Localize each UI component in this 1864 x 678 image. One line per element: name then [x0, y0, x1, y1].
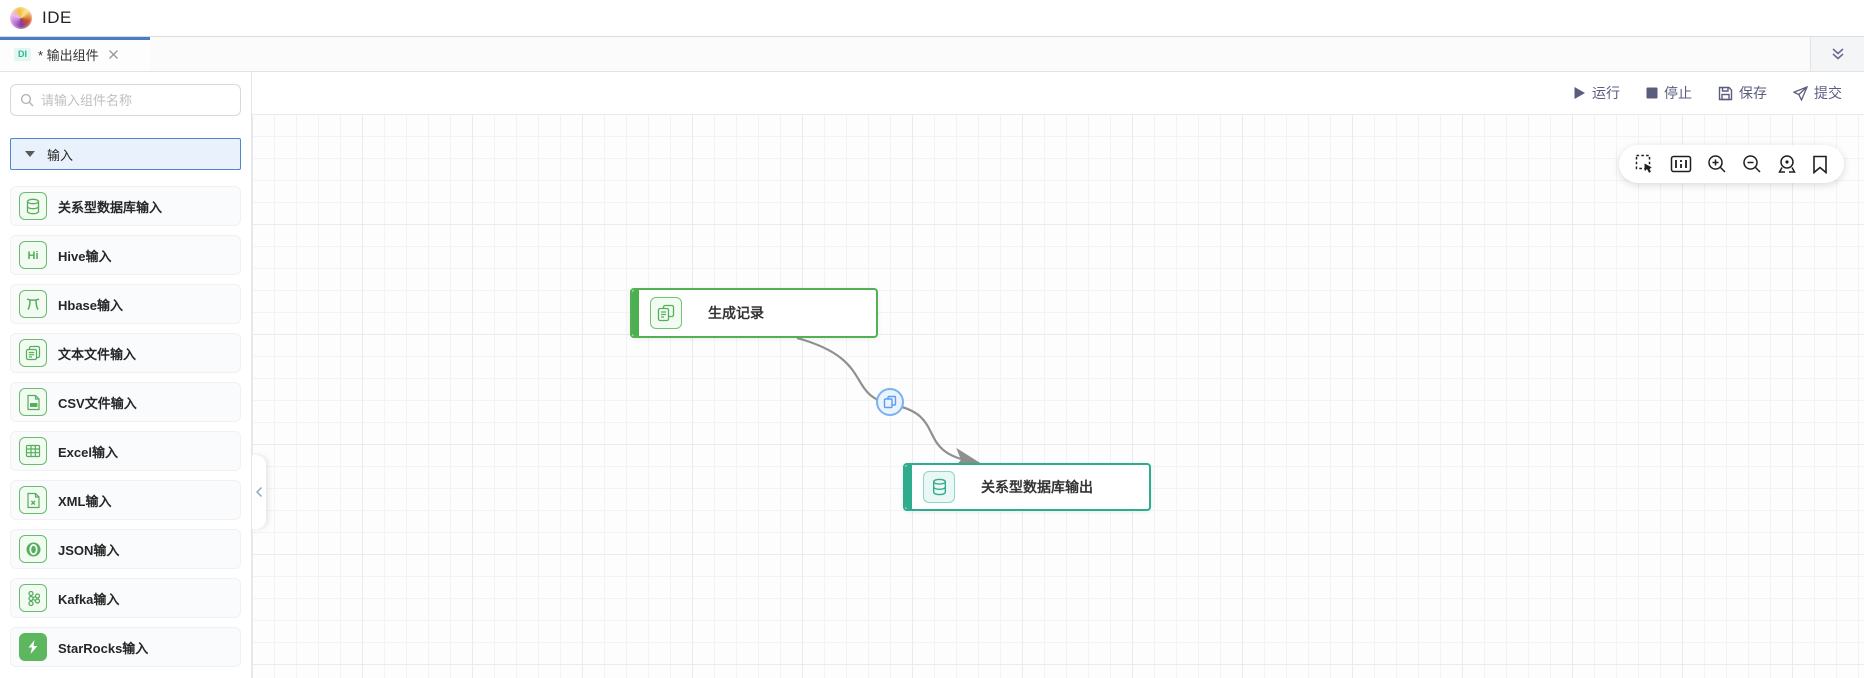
component-item-csv-file-input[interactable]: CSV文件输入	[10, 382, 241, 422]
zoom-out-icon[interactable]	[1742, 154, 1762, 174]
xml-file-icon	[19, 486, 47, 514]
search-input[interactable]	[41, 92, 231, 108]
excel-icon	[19, 437, 47, 465]
component-item-relational-db-input[interactable]: 关系型数据库输入	[10, 186, 241, 226]
component-label: XML输入	[58, 493, 112, 509]
hbase-icon	[19, 290, 47, 318]
zoom-in-icon[interactable]	[1707, 154, 1727, 174]
main-body: 输入 关系型数据库输入 Hi	[0, 72, 1864, 678]
component-list: 关系型数据库输入 Hi Hive输入	[10, 186, 241, 667]
component-search[interactable]	[10, 84, 241, 116]
caret-down-icon	[25, 151, 35, 157]
app-logo-icon	[10, 7, 32, 29]
node-accent-bar	[905, 465, 912, 509]
node-relational-db-output[interactable]: 关系型数据库输出	[903, 463, 1151, 511]
search-icon	[20, 93, 34, 107]
app-header: IDE	[0, 0, 1864, 37]
component-item-hive-input[interactable]: Hi Hive输入	[10, 235, 241, 275]
component-item-starrocks-input[interactable]: StarRocks输入	[10, 627, 241, 667]
tab-bar: DI * 输出组件	[0, 37, 1864, 72]
play-icon	[1574, 87, 1585, 99]
bookmark-icon[interactable]	[1812, 155, 1828, 174]
close-icon[interactable]	[108, 49, 119, 60]
node-generate-records[interactable]: 生成记录	[630, 288, 878, 338]
submit-label: 提交	[1814, 85, 1842, 101]
component-item-kafka-input[interactable]: Kafka输入	[10, 578, 241, 618]
section-label: 输入	[47, 147, 74, 163]
component-label: JSON输入	[58, 542, 120, 558]
run-label: 运行	[1592, 85, 1620, 101]
hive-icon: Hi	[19, 241, 47, 269]
di-badge: DI	[14, 47, 31, 61]
component-item-xml-input[interactable]: XML输入	[10, 480, 241, 520]
component-label: Kafka输入	[58, 591, 120, 607]
flow-canvas[interactable]: 运行 停止 保存	[252, 72, 1864, 678]
locate-icon[interactable]	[1777, 154, 1797, 174]
svg-text:Hi: Hi	[28, 250, 39, 262]
active-tab-indicator	[0, 37, 150, 40]
database-icon	[923, 471, 955, 503]
copy-docs-icon	[650, 297, 682, 329]
run-button[interactable]: 运行	[1573, 83, 1620, 103]
tab-bar-spacer	[150, 37, 1810, 71]
tab-label: * 输出组件	[38, 47, 99, 63]
paper-plane-icon	[1793, 85, 1808, 101]
starrocks-icon	[19, 633, 47, 661]
csv-file-icon	[19, 388, 47, 416]
chevron-left-icon	[255, 486, 262, 498]
component-item-hbase-input[interactable]: Hbase输入	[10, 284, 241, 324]
component-label: CSV文件输入	[58, 395, 137, 411]
component-item-json-input[interactable]: JSON输入	[10, 529, 241, 569]
submit-button[interactable]: 提交	[1793, 83, 1842, 103]
node-label: 关系型数据库输出	[981, 479, 1093, 495]
section-header-input[interactable]: 输入	[10, 138, 241, 170]
stop-label: 停止	[1664, 85, 1692, 101]
text-file-icon	[19, 339, 47, 367]
component-label: 文本文件输入	[58, 346, 137, 362]
edge-copy-badge[interactable]	[876, 388, 904, 416]
canvas-toolbar	[1619, 145, 1844, 183]
canvas-action-bar: 运行 停止 保存	[252, 72, 1864, 114]
save-button[interactable]: 保存	[1718, 83, 1767, 103]
stop-icon	[1646, 87, 1658, 99]
node-accent-bar	[632, 290, 639, 336]
kafka-icon	[19, 584, 47, 612]
component-label: Hbase输入	[58, 297, 124, 313]
copy-docs-icon	[883, 395, 897, 409]
save-label: 保存	[1739, 85, 1767, 101]
node-label: 生成记录	[708, 305, 764, 321]
component-label: Hive输入	[58, 248, 112, 264]
component-label: 关系型数据库输入	[58, 199, 163, 215]
component-label: Excel输入	[58, 444, 118, 460]
canvas-grid[interactable]	[252, 114, 1864, 678]
component-item-excel-input[interactable]: Excel输入	[10, 431, 241, 471]
marquee-select-icon[interactable]	[1635, 154, 1655, 174]
tab-output-component[interactable]: DI * 输出组件	[0, 37, 150, 71]
app-title: IDE	[42, 8, 72, 27]
component-sidebar: 输入 关系型数据库输入 Hi	[0, 72, 252, 678]
component-label: StarRocks输入	[58, 640, 149, 656]
sidebar-collapse-handle[interactable]	[252, 455, 266, 529]
json-icon	[19, 535, 47, 563]
database-icon	[19, 192, 47, 220]
double-chevron-down-icon[interactable]	[1810, 37, 1864, 71]
minimap-icon[interactable]	[1670, 155, 1692, 173]
component-item-text-file-input[interactable]: 文本文件输入	[10, 333, 241, 373]
stop-button[interactable]: 停止	[1646, 83, 1692, 103]
save-icon	[1718, 86, 1733, 100]
